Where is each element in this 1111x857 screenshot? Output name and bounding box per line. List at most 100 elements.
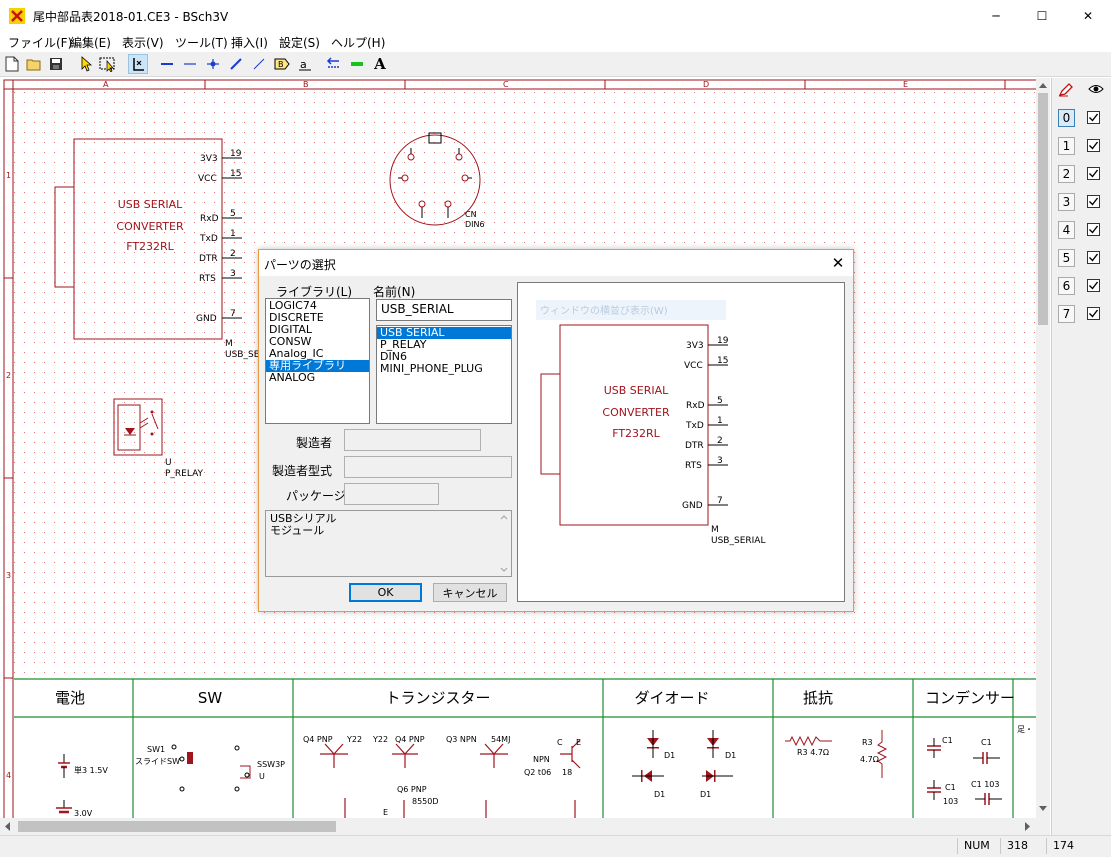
preview-part-line-3: FT232RL <box>612 427 660 440</box>
row-label-4: 4 <box>6 771 11 780</box>
capacitor-label: 103 <box>943 797 958 806</box>
menu-edit[interactable]: 編集(E) <box>70 34 111 51</box>
preview-pin-name: 3V3 <box>686 341 704 351</box>
preview-pin-name: VCC <box>684 361 703 371</box>
save-button[interactable] <box>46 54 66 74</box>
table-header-battery: 電池 <box>55 689 85 707</box>
preview-part-ref: M <box>711 525 719 535</box>
dialog-title-bar: パーツの選択 ✕ <box>259 250 853 276</box>
label-tool-button[interactable]: a <box>295 54 315 74</box>
horizontal-scroll-thumb[interactable] <box>18 821 336 832</box>
bus-tool-button[interactable] <box>180 54 200 74</box>
scroll-down-icon[interactable] <box>1039 806 1047 811</box>
part-name-listbox[interactable]: USB SERIAL P_RELAY DIN6 MINI_PHONE_PLUG <box>376 325 512 424</box>
menu-tools[interactable]: ツール(T) <box>175 34 228 51</box>
part-name-input[interactable]: USB_SERIAL <box>376 299 512 321</box>
text-tool-button[interactable]: A <box>370 54 390 74</box>
junction-tool-button[interactable] <box>203 54 223 74</box>
check-icon <box>1088 196 1099 207</box>
capacitor-label: C1 <box>981 738 992 747</box>
layer-5-visible-checkbox[interactable] <box>1087 251 1100 264</box>
layer-3-visible-checkbox[interactable] <box>1087 195 1100 208</box>
transistor-label: 54MJ <box>491 735 510 744</box>
vertical-scrollbar[interactable] <box>1036 78 1050 818</box>
marker-tool-button[interactable] <box>347 54 367 74</box>
bus-icon <box>182 56 198 72</box>
part-select-dialog: パーツの選択 ✕ ライブラリ(L) LOGIC74 DISCRETE DIGIT… <box>258 249 854 612</box>
row-label-2: 2 <box>6 371 11 380</box>
column-label-c: C <box>503 80 509 89</box>
save-icon <box>49 57 63 71</box>
scroll-right-icon[interactable] <box>1025 822 1030 831</box>
transistor-label: 18 <box>562 768 572 777</box>
minimize-button[interactable]: ─ <box>973 0 1019 31</box>
menu-settings[interactable]: 設定(S) <box>279 34 320 51</box>
library-listbox[interactable]: LOGIC74 DISCRETE DIGITAL CONSW Analog_IC… <box>265 298 370 424</box>
layer-0-visible-checkbox[interactable] <box>1087 111 1100 124</box>
maximize-button[interactable]: ☐ <box>1019 0 1065 31</box>
part-option[interactable]: MINI_PHONE_PLUG <box>377 363 511 375</box>
status-x-coordinate: 318 <box>1000 838 1043 854</box>
layer-1-visible-checkbox[interactable] <box>1087 139 1100 152</box>
close-button[interactable]: ✕ <box>1065 0 1111 31</box>
entry-tool-button[interactable] <box>226 54 246 74</box>
dialog-close-button[interactable]: ✕ <box>829 254 847 272</box>
part-note-textarea[interactable]: USBシリアル モジュール <box>265 510 512 577</box>
layer-0-button[interactable]: 0 <box>1058 109 1075 127</box>
toolbar: B a A <box>0 52 1111 77</box>
usb-pin-name: 3V3 <box>200 154 218 164</box>
select-tool-button[interactable] <box>76 54 96 74</box>
transistor-label: Q2 t06 <box>524 768 551 777</box>
layer-6-button[interactable]: 6 <box>1058 277 1075 295</box>
check-icon <box>1088 140 1099 151</box>
library-option[interactable]: ANALOG <box>266 372 369 384</box>
usb-pin-name: RxD <box>200 214 219 224</box>
vertical-scroll-thumb[interactable] <box>1038 93 1048 325</box>
capacitor-label: C1 <box>945 783 956 792</box>
layer-2-button[interactable]: 2 <box>1058 165 1075 183</box>
part-tool-button[interactable] <box>128 54 148 74</box>
resistor-label: 4.7Ω <box>860 755 879 764</box>
layer-4-button[interactable]: 4 <box>1058 221 1075 239</box>
manufacturer-model-label: 製造者型式 <box>272 462 332 479</box>
preview-part-name: USB_SERIAL <box>711 536 765 546</box>
layer-6-visible-checkbox[interactable] <box>1087 279 1100 292</box>
new-file-button[interactable] <box>2 54 22 74</box>
diode-label: D1 <box>700 790 711 799</box>
note-scrollbar[interactable] <box>498 512 510 575</box>
close-icon: ✕ <box>832 254 845 272</box>
layer-5-button[interactable]: 5 <box>1058 249 1075 267</box>
scroll-left-icon[interactable] <box>5 822 10 831</box>
package-field <box>344 483 439 505</box>
diode-label: D1 <box>725 751 736 760</box>
svg-text:a: a <box>300 58 307 71</box>
cancel-button[interactable]: キャンセル <box>433 583 507 602</box>
menu-help[interactable]: ヘルプ(H) <box>331 34 385 51</box>
layer-7-visible-checkbox[interactable] <box>1087 307 1100 320</box>
layer-2-visible-checkbox[interactable] <box>1087 167 1100 180</box>
status-bar: NUM 318 174 <box>0 835 1111 857</box>
menu-insert[interactable]: 挿入(I) <box>231 34 268 51</box>
layer-1-button[interactable]: 1 <box>1058 137 1075 155</box>
layer-4-visible-checkbox[interactable] <box>1087 223 1100 236</box>
tag-tool-button[interactable]: B <box>272 54 292 74</box>
wire-tool-button[interactable] <box>157 54 177 74</box>
battery-label: 単3 1.5V <box>74 765 108 775</box>
menu-view[interactable]: 表示(V) <box>122 34 164 51</box>
table-extra-label: 足・ <box>1017 725 1033 734</box>
menu-file[interactable]: ファイル(F) <box>8 34 72 51</box>
comment-tool-button[interactable] <box>324 54 344 74</box>
ok-button[interactable]: OK <box>349 583 422 602</box>
open-button[interactable] <box>24 54 44 74</box>
drag-select-tool-button[interactable] <box>98 54 118 74</box>
preview-pin-name: DTR <box>685 441 704 451</box>
horizontal-scrollbar[interactable] <box>0 818 1036 835</box>
entry2-tool-button[interactable] <box>249 54 269 74</box>
preview-pin-name: TxD <box>685 421 704 431</box>
layer-7-button[interactable]: 7 <box>1058 305 1075 323</box>
usb-pin-name: DTR <box>199 254 218 264</box>
open-folder-icon <box>26 57 42 71</box>
scroll-up-icon[interactable] <box>1039 83 1047 88</box>
layer-3-button[interactable]: 3 <box>1058 193 1075 211</box>
preview-part-line-2: CONVERTER <box>602 406 670 419</box>
